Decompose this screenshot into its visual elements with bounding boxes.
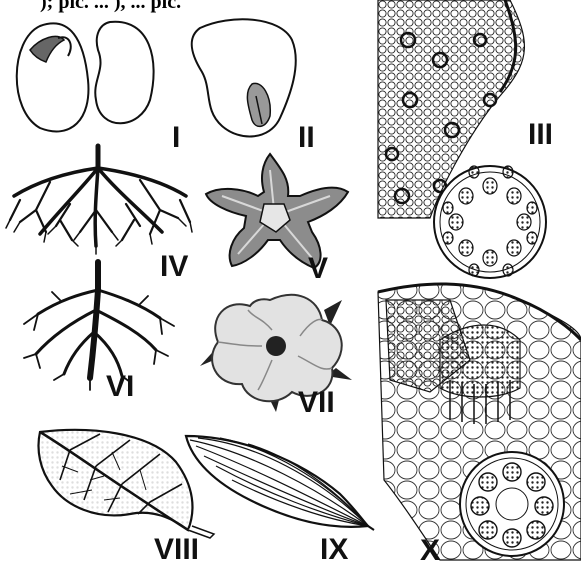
fibrous-root-image	[6, 146, 192, 254]
label-X: X	[420, 534, 440, 567]
label-VIII: VIII	[154, 533, 199, 566]
leaf-parallel-venation-image	[186, 436, 374, 530]
label-V: V	[308, 252, 328, 285]
flower-five-petal-image	[206, 154, 348, 268]
root-section-monocot-image	[378, 284, 581, 560]
tap-root-image	[24, 262, 174, 390]
leaf-reticulate-venation-image	[39, 430, 215, 538]
label-VII: VII	[298, 386, 335, 419]
label-III: III	[528, 118, 553, 151]
header-fragment: ); ріс. ... ), ... ріс.	[40, 0, 181, 13]
label-I: I	[172, 121, 180, 154]
stem-section-dicot-image	[378, 0, 546, 278]
seed-monocot-image	[192, 19, 296, 136]
label-II: II	[298, 121, 315, 154]
seed-dicot-image	[17, 22, 154, 132]
label-IX: IX	[320, 533, 348, 566]
label-VI: VI	[106, 370, 134, 403]
label-IV: IV	[160, 250, 188, 283]
